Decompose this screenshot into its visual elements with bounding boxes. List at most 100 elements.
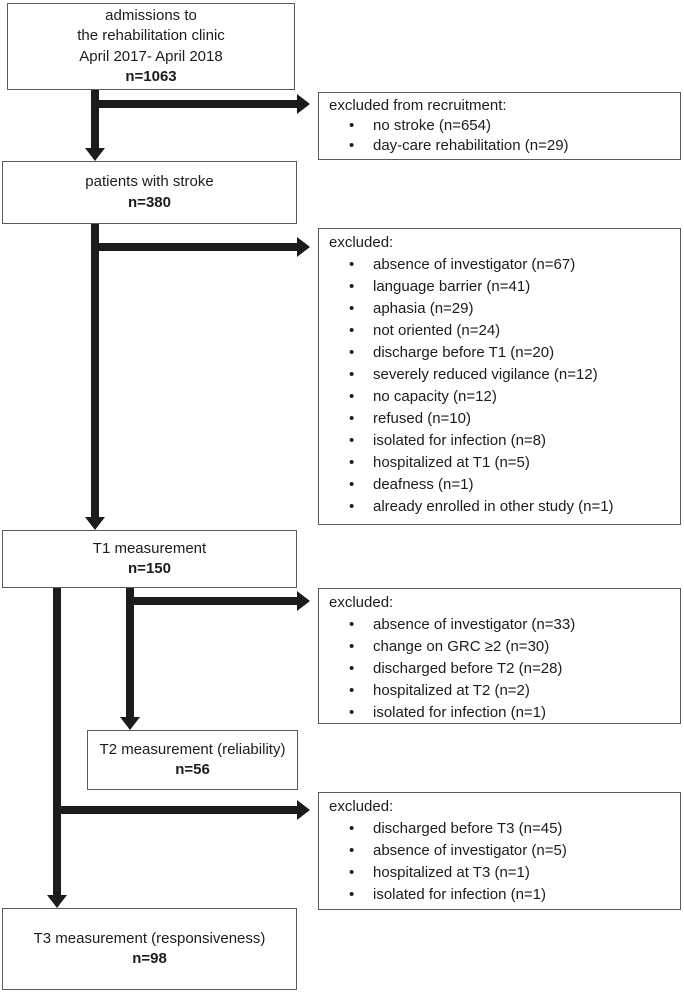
exclusion-item-label: isolated for infection (n=8) <box>373 432 547 449</box>
flow-box-line: admissions to <box>105 6 197 24</box>
arrowhead-right-icon <box>297 800 310 820</box>
exclusion-item-label: isolated for infection (n=1) <box>373 704 547 721</box>
flow-box-n-count: n=56 <box>175 761 210 778</box>
arrowhead-down-icon <box>47 895 67 908</box>
exclusion-title: excluded: <box>329 798 394 815</box>
exclusion-item-label: aphasia (n=29) <box>373 300 474 317</box>
flow-box-t2: T2 measurement (reliability) n=56 <box>87 730 298 790</box>
exclusion-item: • discharged before T2 (n=28) <box>329 658 670 680</box>
exclusion-item-label: absence of investigator (n=33) <box>373 616 576 633</box>
arrowhead-right-icon <box>297 94 310 114</box>
exclusion-item-label: isolated for infection (n=1) <box>373 886 547 903</box>
exclusion-item-label: not oriented (n=24) <box>373 322 501 339</box>
exclusion-item: • isolated for infection (n=8) <box>329 430 670 452</box>
arrow-line-to-excluded-recruitment <box>91 100 297 108</box>
flow-box-line: T3 measurement (responsiveness) <box>33 929 266 947</box>
arrowhead-right-icon <box>297 591 310 611</box>
flow-box-t1: T1 measurement n=150 <box>2 530 297 588</box>
exclusion-title: excluded: <box>329 234 394 251</box>
arrow-line-t1-to-t2 <box>126 588 134 717</box>
arrow-line-admissions-to-stroke <box>91 90 99 148</box>
arrowhead-right-icon <box>297 237 310 257</box>
arrowhead-down-icon <box>85 148 105 161</box>
arrow-line-stroke-to-t1 <box>91 224 99 517</box>
bullet-icon: • <box>349 300 355 317</box>
exclusion-item-label: hospitalized at T1 (n=5) <box>373 454 530 471</box>
exclusion-item: • hospitalized at T3 (n=1) <box>329 862 670 884</box>
flow-box-stroke: patients with stroke n=380 <box>2 161 297 224</box>
bullet-icon: • <box>349 638 355 655</box>
bullet-icon: • <box>349 322 355 339</box>
arrow-line-to-excluded-t2 <box>126 597 297 605</box>
flow-box-admissions: admissions to the rehabilitation clinic … <box>7 3 295 90</box>
exclusion-item: • discharge before T1 (n=20) <box>329 342 670 364</box>
exclusion-item: • isolated for infection (n=1) <box>329 884 670 906</box>
exclusion-item: • hospitalized at T1 (n=5) <box>329 452 670 474</box>
flow-box-line: patients with stroke <box>85 173 214 190</box>
exclusion-item: • hospitalized at T2 (n=2) <box>329 680 670 702</box>
exclusion-item: •day-care rehabilitation (n=29) <box>329 136 670 156</box>
exclusion-item-label: refused (n=10) <box>373 410 471 427</box>
exclusion-box-before-t2: excluded: •absence of investigator (n=33… <box>318 588 681 724</box>
flow-box-line: T2 measurement (reliability) <box>99 740 286 758</box>
flow-box-n-count: n=150 <box>128 560 171 577</box>
bullet-icon: • <box>349 476 355 493</box>
bullet-icon: • <box>349 820 355 837</box>
exclusion-item-label: already enrolled in other study (n=1) <box>373 498 614 515</box>
bullet-icon: • <box>349 704 355 721</box>
exclusion-item-label: deafness (n=1) <box>373 476 474 493</box>
exclusion-item-label: hospitalized at T2 (n=2) <box>373 682 530 699</box>
exclusion-item: •absence of investigator (n=33) <box>329 614 670 636</box>
exclusion-item-label: discharged before T2 (n=28) <box>373 660 563 677</box>
bullet-icon: • <box>349 278 355 295</box>
flow-box-line: the rehabilitation clinic <box>77 27 225 44</box>
exclusion-item-label: no capacity (n=12) <box>373 388 497 405</box>
bullet-icon: • <box>349 454 355 471</box>
exclusion-item: • absence of investigator (n=67) <box>329 254 670 276</box>
bullet-icon: • <box>349 410 355 427</box>
arrow-line-to-excluded-t1 <box>91 243 297 251</box>
exclusion-item: • isolated for infection (n=1) <box>329 702 670 723</box>
bullet-icon: • <box>349 366 355 383</box>
exclusion-item: •change on GRC ≥2 (n=30) <box>329 636 670 658</box>
bullet-icon: • <box>349 117 355 134</box>
bullet-icon: • <box>349 864 355 881</box>
bullet-icon: • <box>349 432 355 449</box>
exclusion-item-label: no stroke (n=654) <box>373 117 491 134</box>
flow-box-t3: T3 measurement (responsiveness) n=98 <box>2 908 297 990</box>
flow-box-n-count: n=380 <box>128 193 171 211</box>
exclusion-item: • deafness (n=1) <box>329 474 670 496</box>
flow-box-line: T1 measurement <box>92 539 207 557</box>
exclusion-box-recruitment: excluded from recruitment: • no stroke (n… <box>318 92 681 160</box>
exclusion-item: • not oriented (n=24) <box>329 320 670 342</box>
arrowhead-down-icon <box>120 717 140 730</box>
exclusion-item-label: severely reduced vigilance (n=12) <box>373 366 598 383</box>
exclusion-item-label: language barrier (n=41) <box>373 278 531 295</box>
exclusion-item: • refused (n=10) <box>329 408 670 430</box>
exclusion-item: • discharged before T3 (n=45) <box>329 818 670 840</box>
bullet-icon: • <box>349 388 355 405</box>
exclusion-item-label: hospitalized at T3 (n=1) <box>373 864 530 881</box>
bullet-icon: • <box>349 660 355 677</box>
flow-box-line: April 2017- April 2018 <box>79 47 223 65</box>
bullet-icon: • <box>349 886 355 903</box>
exclusion-item: • language barrier (n=41) <box>329 276 670 298</box>
bullet-icon: • <box>349 344 355 361</box>
exclusion-title: excluded: <box>329 594 394 611</box>
flow-box-n-count: n=98 <box>132 950 167 967</box>
exclusion-item-label: discharged before T3 (n=45) <box>373 820 563 837</box>
arrowhead-down-icon <box>85 517 105 530</box>
exclusion-item-label: discharge before T1 (n=20) <box>373 344 555 361</box>
exclusion-title: excluded from recruitment: <box>329 97 507 114</box>
bullet-icon: • <box>349 842 355 859</box>
exclusion-item: • aphasia (n=29) <box>329 298 670 320</box>
exclusion-item: •absence of investigator (n=5) <box>329 840 670 862</box>
exclusion-box-before-t3: excluded: • discharged before T3 (n=45) •… <box>318 792 681 910</box>
bullet-icon: • <box>349 682 355 699</box>
exclusion-item: • no capacity (n=12) <box>329 386 670 408</box>
exclusion-item: • no stroke (n=654) <box>329 116 670 136</box>
bullet-icon: • <box>349 137 355 154</box>
exclusion-item-label: absence of investigator (n=67) <box>373 256 576 273</box>
bullet-icon: • <box>349 256 355 273</box>
